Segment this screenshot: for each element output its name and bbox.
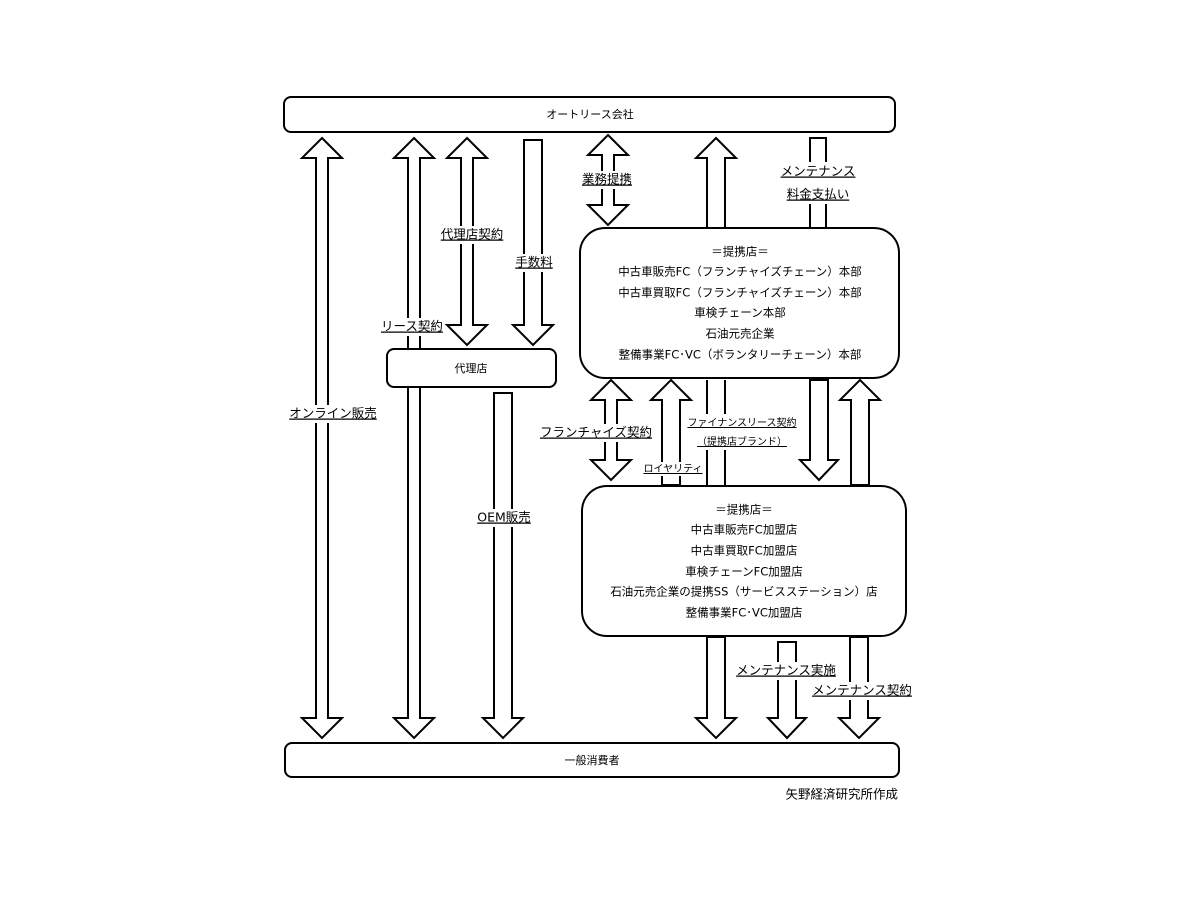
lease-contract-label: リース契約 [381,319,443,334]
store-line: ＝提携店＝ [715,503,773,517]
maintenance-payment-label-1: メンテナンス [781,164,856,179]
store-line: 整備事業FC･VC加盟店 [686,606,803,620]
commission-label: 手数料 [515,255,553,270]
store-line: 車検チェーンFC加盟店 [685,565,803,579]
partner-hq-box [579,227,900,379]
lease-company-label: オートリース会社 [546,107,633,121]
source-credit: 矢野経済研究所作成 [785,787,898,802]
maintenance-service-label: メンテナンス実施 [736,663,836,678]
store-line: 中古車買取FC加盟店 [691,544,798,558]
lease-contract-arrow [391,136,437,740]
oem-sales-label: OEM販売 [477,510,531,525]
hq-to-lease-arrow [693,136,739,229]
consumer-label: 一般消費者 [565,753,620,767]
partner-stores-box [581,485,907,637]
business-alliance-label: 業務提携 [582,172,632,187]
franchise-contract-label: フランチャイズ契約 [540,425,652,440]
commission-arrow [510,139,556,347]
finance-lease-label-2: （提携店ブランド） [697,435,787,448]
stores-to-consumer-arrow [693,636,739,740]
royalty-label: ロイヤリティ [643,464,702,475]
maintenance-payment-label-2: 料金支払い [787,187,850,202]
consumer-box [284,742,900,778]
hq-line: 車検チェーン本部 [694,306,785,320]
partner-hq-text: ＝提携店＝ 中古車販売FC（フランチャイズチェーン）本部 中古車買取FC（フラン… [618,245,862,362]
agency-box [386,348,557,388]
hq-line: 整備事業FC･VC（ボランタリーチェーン）本部 [619,348,862,362]
online-sales-label: オンライン販売 [289,406,377,421]
maintenance-service-arrow [765,641,809,740]
stores-to-hq-arrow [837,378,883,486]
lease-company-box [283,96,896,133]
maintenance-contract-label: メンテナンス契約 [812,683,912,698]
hq-to-stores-arrow [797,379,841,482]
store-line: 石油元売企業の提携SS（サービスステーション）店 [610,585,877,599]
online-sales-arrow [299,136,345,740]
hq-line: 中古車買取FC（フランチャイズチェーン）本部 [618,286,862,300]
agency-label: 代理店 [455,361,488,375]
hq-line: 中古車販売FC（フランチャイズチェーン）本部 [618,265,862,279]
oem-sales-arrow [480,392,526,740]
finance-lease-label-1: ファイナンスリース契約 [687,416,796,429]
hq-line: 石油元売企業 [706,327,775,341]
store-line: 中古車販売FC加盟店 [691,523,798,537]
hq-line: ＝提携店＝ [711,245,769,259]
agency-contract-label: 代理店契約 [441,227,504,242]
partner-stores-text: ＝提携店＝ 中古車販売FC加盟店 中古車買取FC加盟店 車検チェーンFC加盟店 … [610,503,877,620]
